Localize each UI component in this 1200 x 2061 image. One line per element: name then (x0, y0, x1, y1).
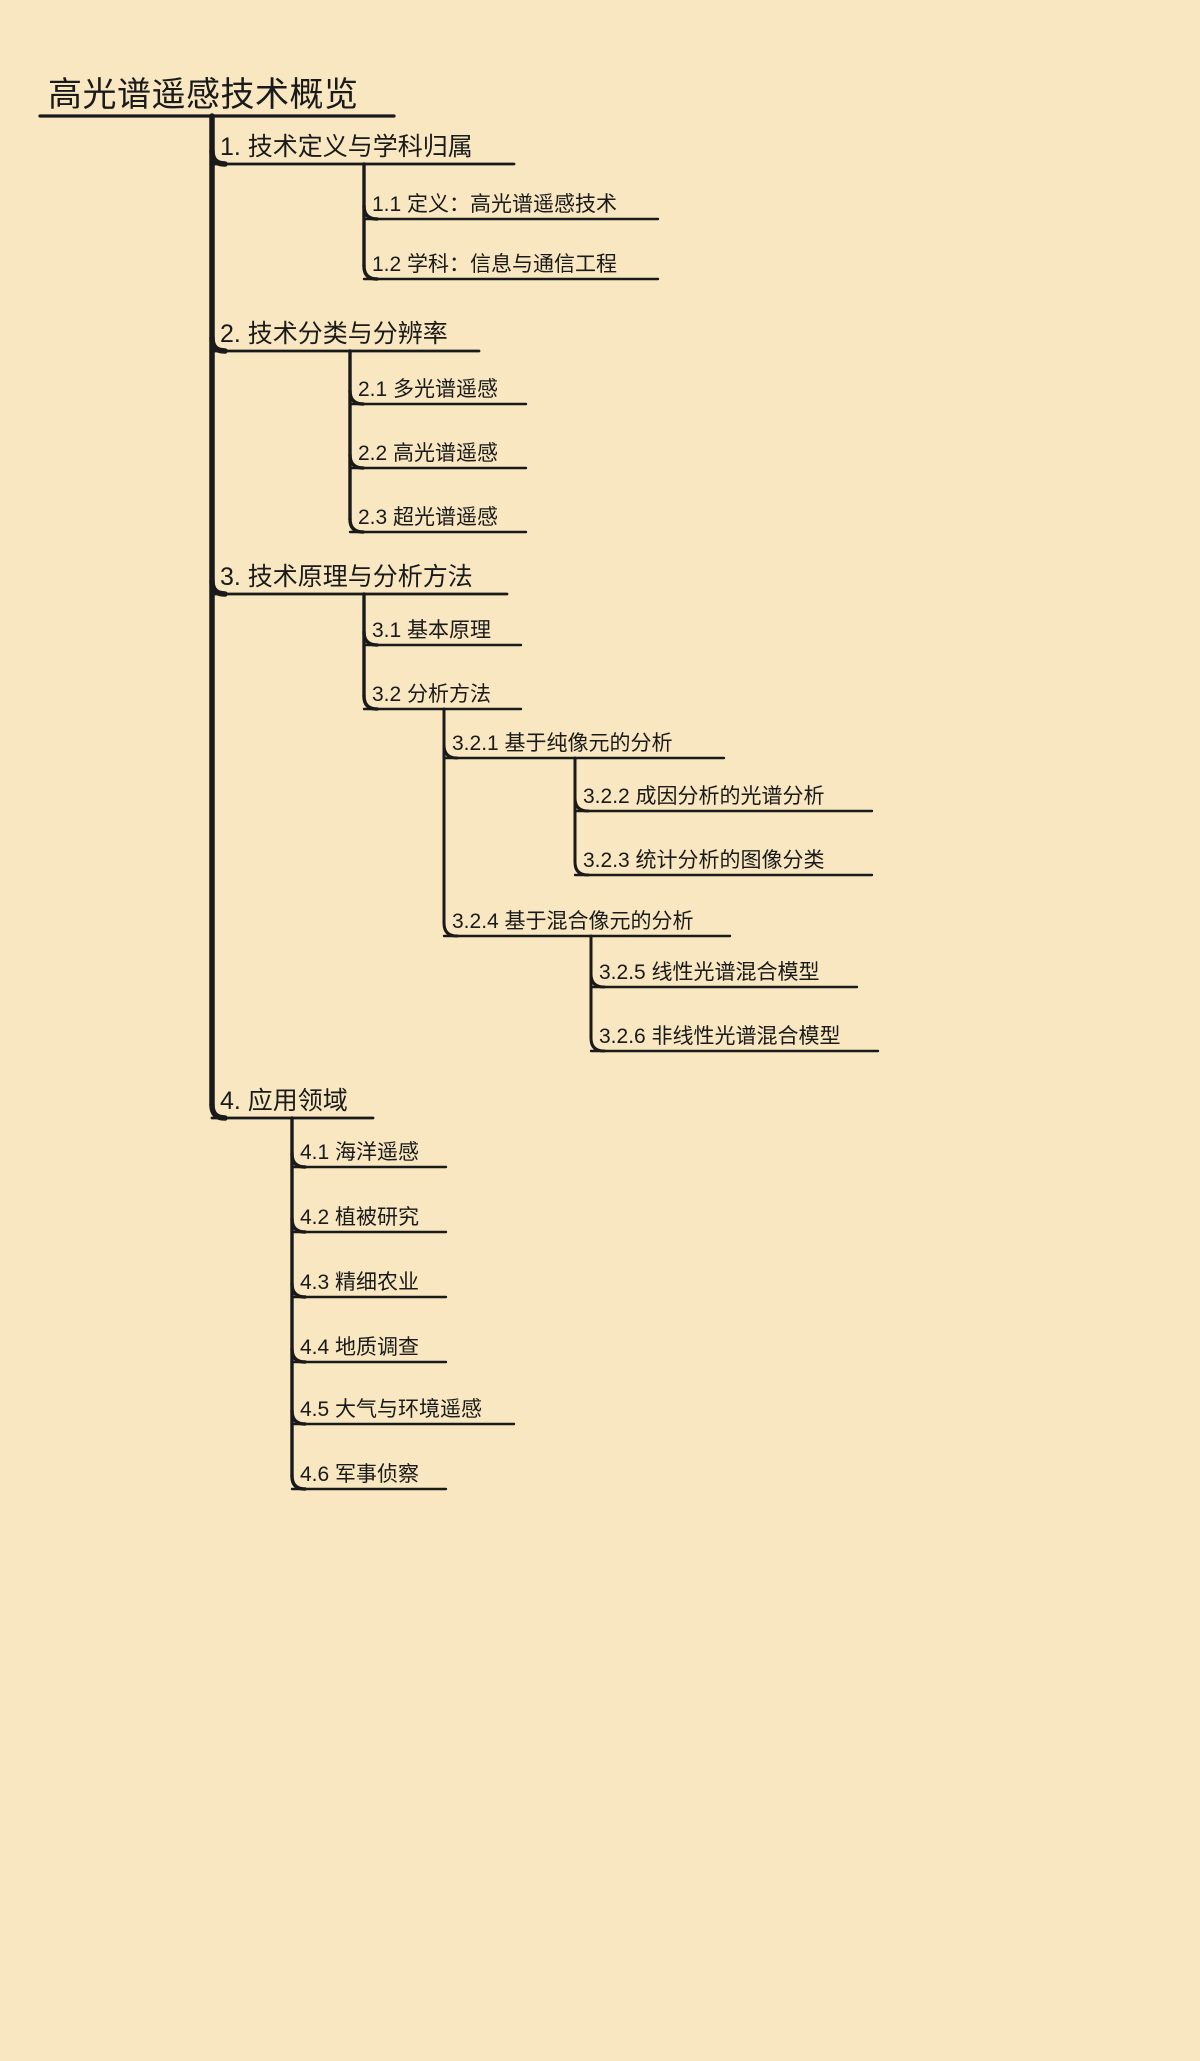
mindmap-node-label: 3. 技术原理与分析方法 (220, 563, 473, 591)
mindmap-node-n1_1[interactable]: 1.1 定义：高光谱遥感技术 (372, 194, 617, 215)
mindmap-node-label: 4.2 植被研究 (300, 1206, 420, 1229)
mindmap-node-label: 1.1 定义：高光谱遥感技术 (372, 193, 618, 216)
mindmap-node-n3_2_2[interactable]: 3.2.2 成因分析的光谱分析 (583, 786, 825, 807)
mindmap-node-label: 2.2 高光谱遥感 (358, 442, 499, 465)
mindmap-node-label: 3.1 基本原理 (372, 619, 492, 642)
mindmap-node-n1_2[interactable]: 1.2 学科：信息与通信工程 (372, 254, 617, 275)
mindmap-node-n3_2_4[interactable]: 3.2.4 基于混合像元的分析 (452, 911, 694, 932)
mindmap-node-n3_2_5[interactable]: 3.2.5 线性光谱混合模型 (599, 962, 820, 983)
mindmap-node-label: 4.4 地质调查 (300, 1336, 420, 1359)
mindmap-node-n2_3[interactable]: 2.3 超光谱遥感 (358, 507, 498, 528)
mindmap-node-n1[interactable]: 1. 技术定义与学科归属 (220, 135, 473, 160)
mindmap-node-label: 3.2.5 线性光谱混合模型 (599, 961, 820, 984)
mindmap-node-n3_2_6[interactable]: 3.2.6 非线性光谱混合模型 (599, 1026, 841, 1047)
mindmap-node-n3_2_1[interactable]: 3.2.1 基于纯像元的分析 (452, 733, 673, 754)
mindmap-node-label: 4.1 海洋遥感 (300, 1141, 420, 1164)
mindmap-node-n3_2_3[interactable]: 3.2.3 统计分析的图像分类 (583, 850, 825, 871)
mindmap-node-label: 4.5 大气与环境遥感 (300, 1398, 483, 1421)
mindmap-node-label: 4.3 精细农业 (300, 1271, 420, 1294)
mindmap-node-n4_1[interactable]: 4.1 海洋遥感 (300, 1142, 419, 1163)
mindmap-node-n3_1[interactable]: 3.1 基本原理 (372, 620, 491, 641)
mindmap-node-n4_6[interactable]: 4.6 军事侦察 (300, 1464, 419, 1485)
mindmap-node-label: 3.2.6 非线性光谱混合模型 (599, 1025, 841, 1048)
mindmap-node-n2_1[interactable]: 2.1 多光谱遥感 (358, 379, 498, 400)
mindmap-node-label: 3.2.2 成因分析的光谱分析 (583, 785, 825, 808)
mindmap-node-n4_3[interactable]: 4.3 精细农业 (300, 1272, 419, 1293)
mindmap-node-n2[interactable]: 2. 技术分类与分辨率 (220, 322, 448, 347)
mindmap-node-label: 2. 技术分类与分辨率 (220, 320, 448, 348)
mindmap-node-label: 1. 技术定义与学科归属 (220, 133, 473, 161)
mindmap-node-n3[interactable]: 3. 技术原理与分析方法 (220, 565, 473, 590)
mindmap-node-n4_2[interactable]: 4.2 植被研究 (300, 1207, 419, 1228)
mindmap-node-label: 3.2.4 基于混合像元的分析 (452, 910, 694, 933)
mindmap-node-n3_2[interactable]: 3.2 分析方法 (372, 684, 491, 705)
mindmap-node-label: 4. 应用领域 (220, 1087, 348, 1115)
mindmap-node-label: 3.2 分析方法 (372, 683, 492, 706)
mindmap-node-root[interactable]: 高光谱遥感技术概览 (48, 78, 359, 112)
mindmap-node-n4_5[interactable]: 4.5 大气与环境遥感 (300, 1399, 482, 1420)
mindmap-node-n4_4[interactable]: 4.4 地质调查 (300, 1337, 419, 1358)
mindmap-node-label: 3.2.1 基于纯像元的分析 (452, 732, 673, 755)
mindmap-node-label: 3.2.3 统计分析的图像分类 (583, 849, 825, 872)
mindmap-node-label: 2.3 超光谱遥感 (358, 506, 499, 529)
mindmap-node-n2_2[interactable]: 2.2 高光谱遥感 (358, 443, 498, 464)
mindmap-node-label: 2.1 多光谱遥感 (358, 378, 499, 401)
mindmap-node-label: 1.2 学科：信息与通信工程 (372, 253, 618, 276)
mindmap-node-label: 4.6 军事侦察 (300, 1463, 420, 1486)
mindmap-node-label: 高光谱遥感技术概览 (48, 76, 359, 114)
mindmap-node-n4[interactable]: 4. 应用领域 (220, 1089, 348, 1114)
